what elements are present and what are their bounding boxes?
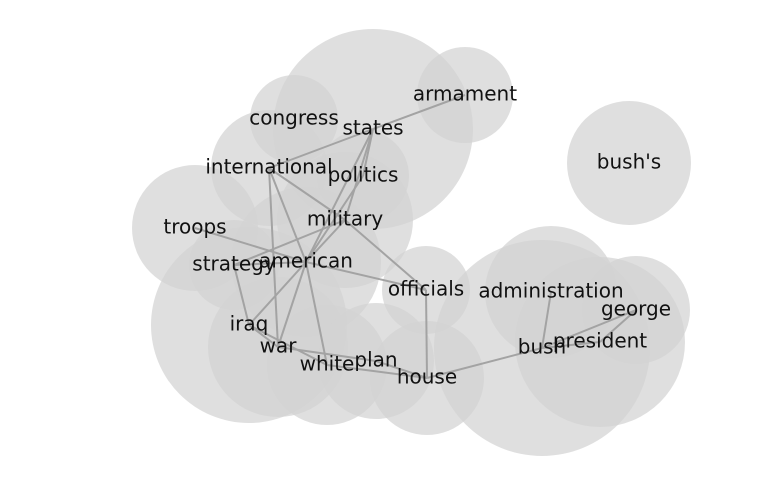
edge-politics-american <box>305 175 364 263</box>
edge-american-war <box>277 261 307 348</box>
node-label-george: george <box>601 297 671 321</box>
edge-troops-american <box>194 227 307 263</box>
edge-layer <box>194 94 637 379</box>
edge-military-strategy <box>233 219 346 266</box>
edge-american-white <box>305 261 328 366</box>
edge-bush-president <box>541 341 601 349</box>
node-label-plan: plan <box>354 348 397 372</box>
node-label-war: war <box>260 334 298 358</box>
edge-iraq-white <box>248 324 328 366</box>
edge-international-american <box>268 167 307 263</box>
edge-iraq-war <box>248 324 279 348</box>
node-label-iraq: iraq <box>230 312 269 336</box>
node-label-president: president <box>553 329 647 353</box>
bubble-layer <box>132 29 691 456</box>
edge-states-military <box>344 128 374 221</box>
node-label-troops: troops <box>163 215 226 239</box>
node-label-officials: officials <box>388 277 464 301</box>
edge-strategy-american <box>233 261 307 266</box>
edge-american-iraq <box>248 261 307 326</box>
edge-bush-george <box>541 309 637 349</box>
edge-american-officials <box>305 261 427 291</box>
label-layer: states armament congress internationalpolit… <box>163 82 671 389</box>
node-label-white: white <box>300 352 355 376</box>
bubble-bushs <box>567 101 691 225</box>
edge-white-house <box>326 364 428 379</box>
edge-bush-administration <box>541 291 552 349</box>
node-label-armament: armament <box>413 82 517 106</box>
edge-states-armament <box>372 94 466 130</box>
node-label-bush: bush <box>518 335 566 359</box>
node-label-administration: administration <box>478 279 623 303</box>
node-label-states: states <box>342 116 403 140</box>
node-label-congress: congress <box>249 106 339 130</box>
edge-military-american <box>305 219 346 263</box>
node-label-strategy: strategy <box>192 252 276 276</box>
node-label-international: international <box>205 155 332 179</box>
node-label-bushs: bush's <box>597 150 661 174</box>
edge-states-american <box>305 128 374 263</box>
node-label-american: american <box>259 249 353 273</box>
edge-strategy-iraq <box>233 264 250 326</box>
edge-house-bush <box>426 347 543 379</box>
node-label-house: house <box>397 365 457 389</box>
edge-international-military <box>268 167 346 221</box>
edge-states-international <box>268 128 374 169</box>
edge-george-president <box>599 309 637 343</box>
edge-military-officials <box>344 219 427 291</box>
node-label-politics: politics <box>328 163 399 187</box>
edge-officials-house <box>425 289 428 379</box>
edge-plan-house <box>375 360 428 379</box>
node-label-military: military <box>307 207 383 231</box>
edge-war-plan <box>277 346 377 362</box>
edge-international-war <box>268 167 279 348</box>
